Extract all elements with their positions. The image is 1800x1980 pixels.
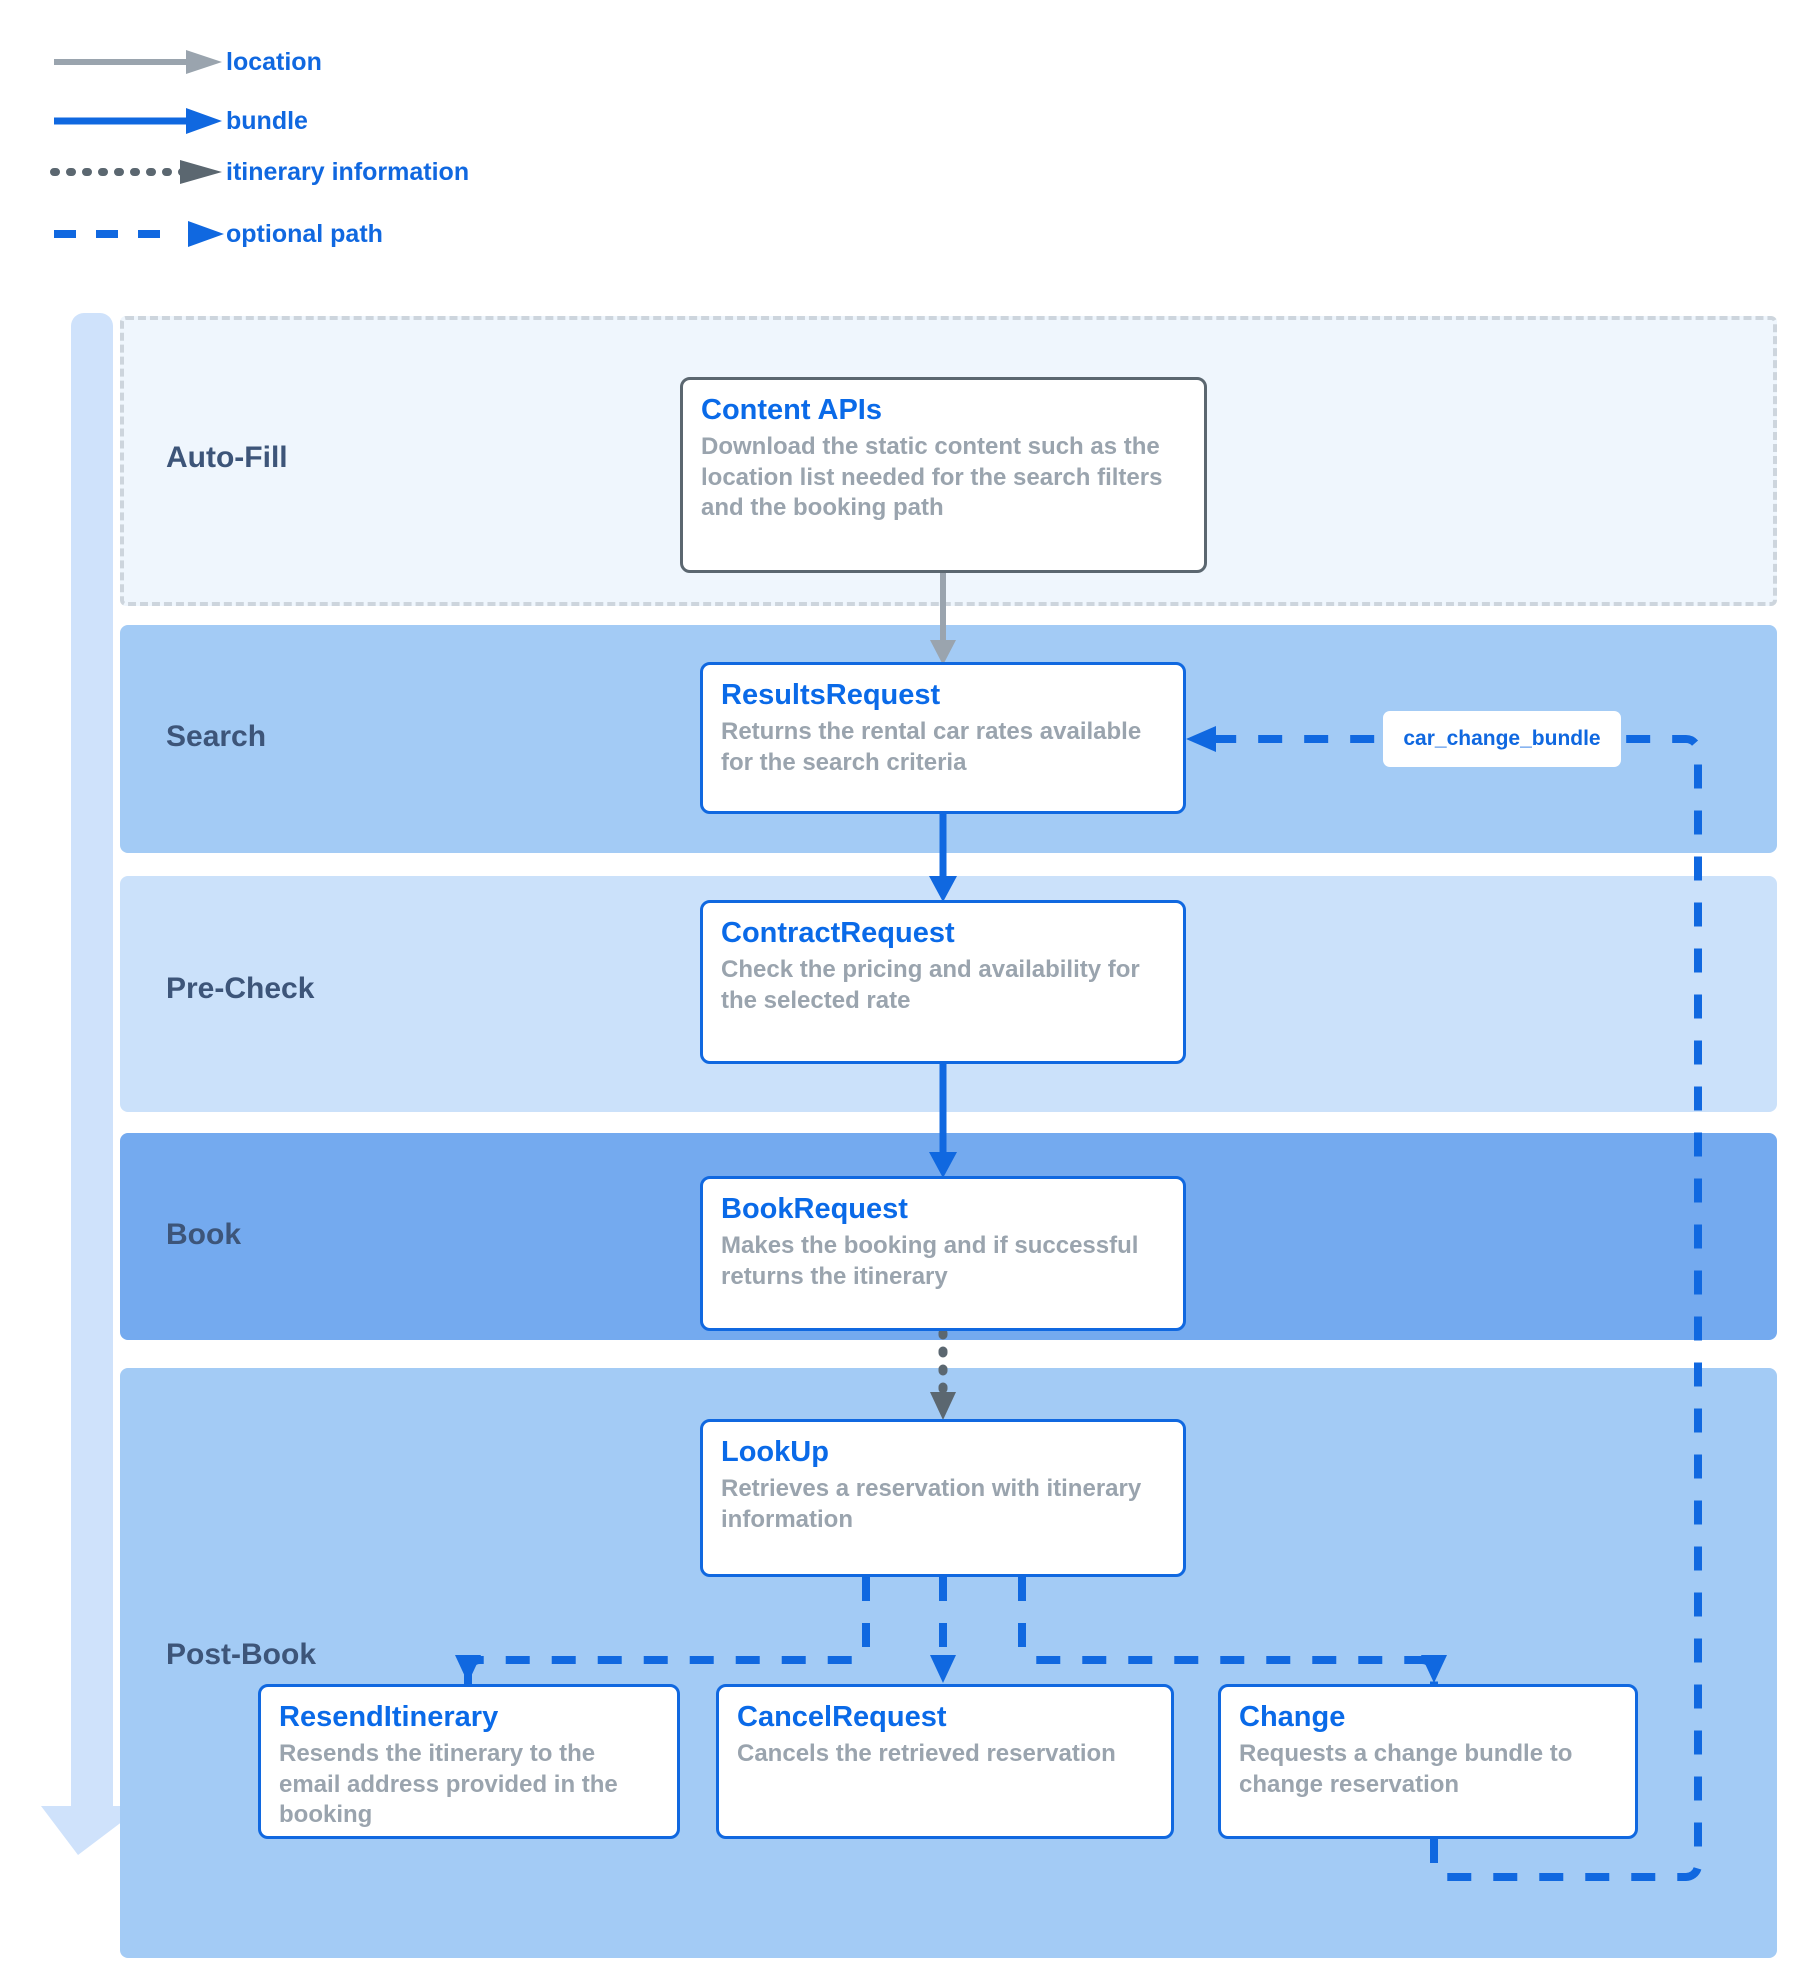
node-contract-request[interactable]: ContractRequest Check the pricing and av… bbox=[700, 900, 1186, 1064]
arrow-right-icon bbox=[186, 50, 222, 74]
legend-label-location: location bbox=[226, 48, 322, 76]
legend-line-itinerary bbox=[50, 160, 222, 184]
node-description: Download the static content such as the … bbox=[701, 433, 1163, 522]
node-description: Resends the itinerary to the email addre… bbox=[279, 1740, 618, 1829]
edge-label-car-change-bundle: car_change_bundle bbox=[1383, 711, 1621, 767]
node-title: ResultsRequest bbox=[721, 679, 941, 711]
node-resend-itinerary[interactable]: ResendItinerary Resends the itinerary to… bbox=[258, 1684, 680, 1839]
node-cancel-request[interactable]: CancelRequest Cancels the retrieved rese… bbox=[716, 1684, 1174, 1839]
node-results-request[interactable]: ResultsRequest Returns the rental car ra… bbox=[700, 662, 1186, 814]
node-lookup[interactable]: LookUp Retrieves a reservation with itin… bbox=[700, 1419, 1186, 1577]
node-description: Returns the rental car rates available f… bbox=[721, 718, 1142, 776]
arrow-right-icon bbox=[188, 221, 224, 247]
arrow-right-icon bbox=[180, 160, 222, 184]
node-description: Cancels the retrieved reservation bbox=[737, 1740, 1116, 1768]
node-content-apis[interactable]: Content APIs Download the static content… bbox=[680, 377, 1207, 573]
legend-label-itinerary: itinerary information bbox=[226, 158, 470, 186]
phase-label-search: Search bbox=[166, 720, 267, 753]
node-title: CancelRequest bbox=[737, 1701, 947, 1733]
node-title: Change bbox=[1239, 1701, 1346, 1733]
legend-line-location bbox=[54, 50, 222, 74]
node-title: ResendItinerary bbox=[279, 1701, 499, 1733]
legend-label-optional: optional path bbox=[226, 220, 383, 248]
node-change[interactable]: Change Requests a change bundle to chang… bbox=[1218, 1684, 1638, 1839]
node-title: BookRequest bbox=[721, 1193, 908, 1225]
arrow-right-icon bbox=[186, 108, 222, 134]
legend-line-optional bbox=[54, 221, 224, 247]
node-title: LookUp bbox=[721, 1436, 829, 1468]
phase-label-pre-check: Pre-Check bbox=[166, 972, 315, 1005]
node-description: Requests a change bundle to change reser… bbox=[1239, 1740, 1573, 1798]
legend: location bundle itinerary information op… bbox=[0, 0, 700, 250]
node-description: Check the pricing and availability for t… bbox=[721, 956, 1140, 1014]
node-title: Content APIs bbox=[701, 394, 882, 426]
node-description: Retrieves a reservation with itinerary i… bbox=[721, 1475, 1142, 1533]
node-description: Makes the booking and if successful retu… bbox=[721, 1232, 1139, 1290]
node-title: ContractRequest bbox=[721, 917, 955, 949]
phase-progress-arrow bbox=[41, 313, 143, 1855]
legend-label-bundle: bundle bbox=[226, 107, 308, 135]
node-book-request[interactable]: BookRequest Makes the booking and if suc… bbox=[700, 1176, 1186, 1331]
legend-line-bundle bbox=[54, 108, 222, 134]
phase-label-post-book: Post-Book bbox=[166, 1638, 316, 1671]
phase-label-auto-fill: Auto-Fill bbox=[166, 441, 288, 474]
phase-label-book: Book bbox=[166, 1218, 241, 1251]
